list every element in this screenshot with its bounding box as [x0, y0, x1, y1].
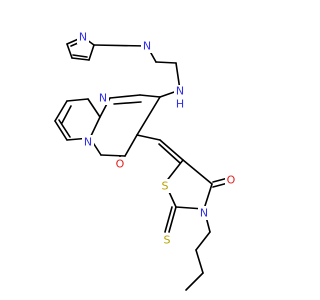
chemical-structure: N N N H N N O O S S N [54, 30, 237, 291]
bond-line [113, 101, 142, 105]
bond-line [195, 231, 211, 251]
atom-label-ring-s: S [162, 180, 169, 193]
bond-line [89, 116, 101, 139]
bond-line [136, 134, 161, 141]
bond-line [109, 94, 141, 99]
bond-line [139, 94, 161, 98]
bond-line [72, 54, 88, 58]
atom-label-thione-s: S [164, 234, 171, 247]
atom-label-amine-n: N [176, 85, 184, 98]
atom-label-pyrimidine-n: N [99, 92, 107, 105]
bond-line [88, 44, 95, 61]
bond-line [203, 183, 213, 210]
bond-line [168, 206, 177, 233]
bond-line [87, 98, 101, 118]
bond-line [164, 206, 173, 233]
bond-line [185, 272, 204, 291]
atom-labels: N N N H N N O O S S N [77, 30, 237, 247]
bond-line [100, 154, 126, 157]
bond-line [93, 44, 148, 47]
atom-label-pyridine-n: N [84, 136, 92, 149]
bond-line [66, 98, 89, 102]
bond-line [182, 159, 213, 185]
bond-lines [54, 36, 229, 291]
bond-line [54, 100, 68, 122]
bond-line [54, 120, 68, 141]
bond-line [58, 119, 71, 138]
atom-label-thiazolidinone-n: N [200, 207, 208, 220]
bond-line [71, 57, 90, 61]
atom-label-ketone-o: O [116, 158, 125, 171]
atom-label-imidazole-n-link: N [143, 40, 151, 53]
bond-line [124, 134, 138, 157]
bond-line [136, 96, 161, 136]
bond-line [66, 43, 73, 59]
atom-label-imidazole-n-top: N [79, 31, 87, 44]
bond-line [155, 61, 177, 64]
bond-line [61, 105, 72, 124]
atom-label-thiazolidinone-o: O [227, 174, 236, 187]
bond-line [195, 249, 204, 274]
bond-line [159, 139, 184, 161]
bond-line [158, 143, 181, 164]
atom-label-amine-h: H [176, 98, 184, 111]
